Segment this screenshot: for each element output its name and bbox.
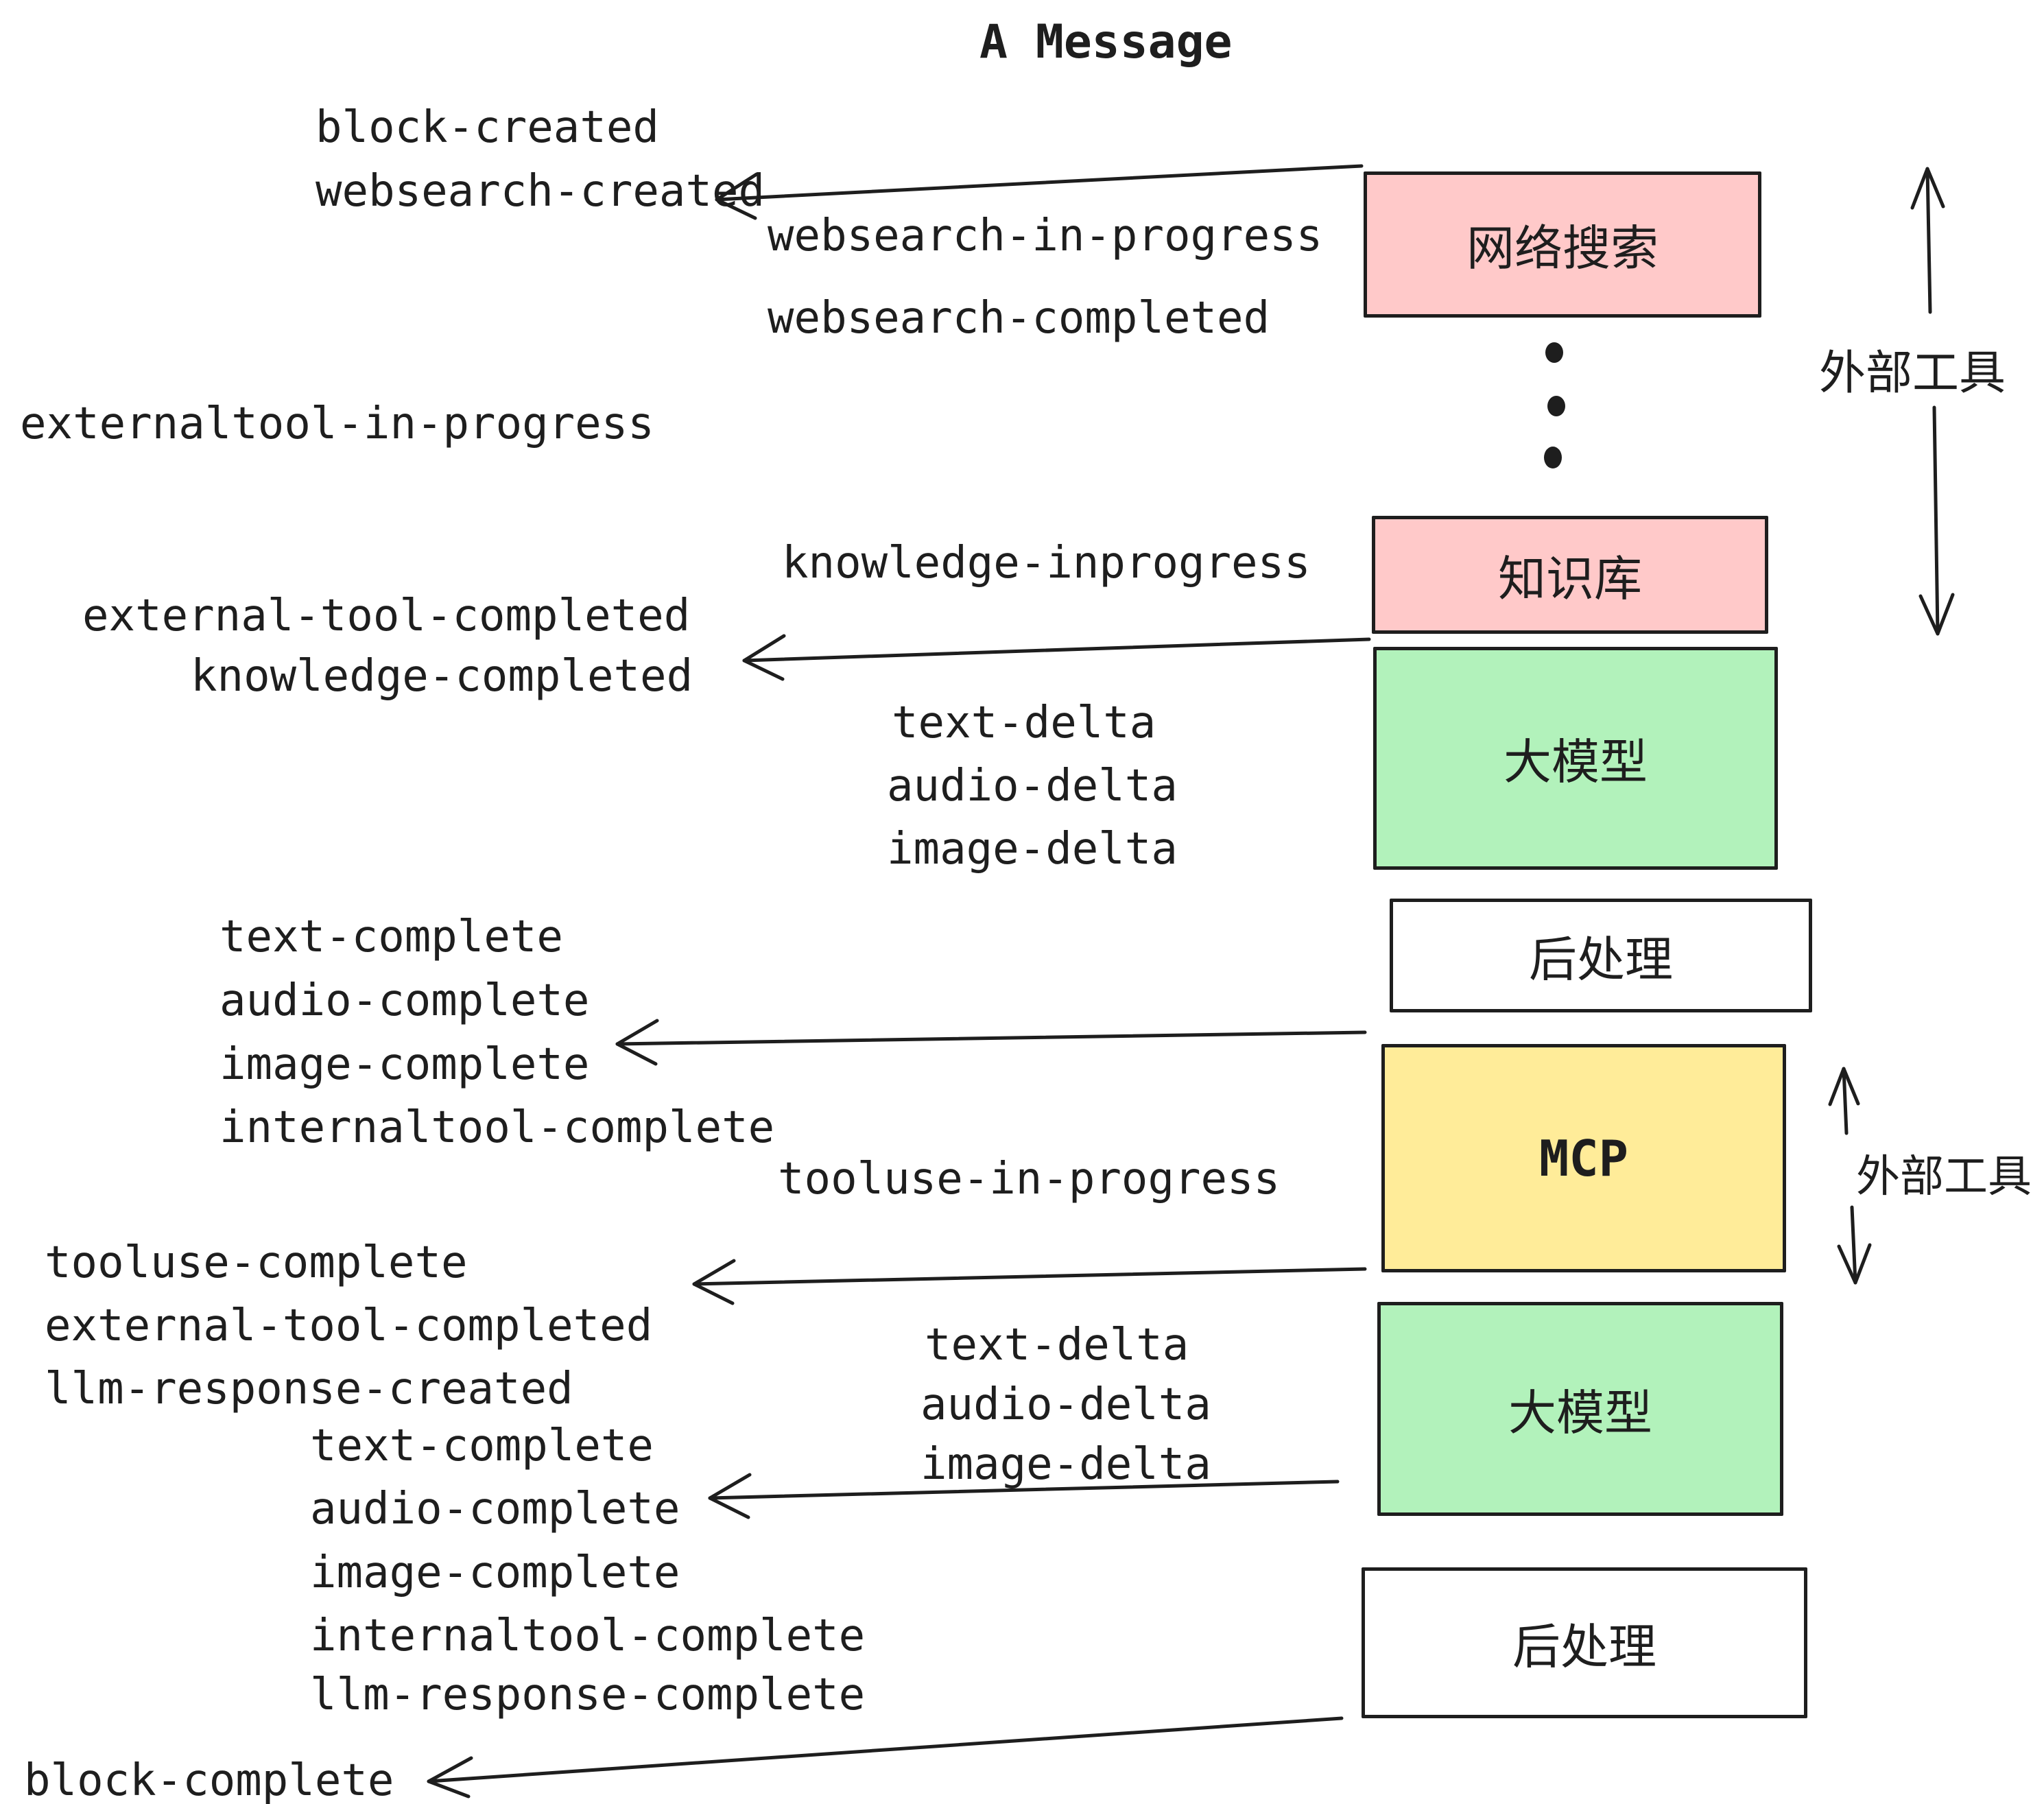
event-text-complete: text-complete <box>219 912 563 962</box>
event-internaltool-complete: internaltool-complete <box>219 1102 775 1153</box>
box-mcp: MCP <box>1381 1044 1786 1272</box>
arrow-to-websearch-created <box>715 164 1364 220</box>
event-block-complete: block-complete <box>24 1755 394 1804</box>
box-llm-2: 大模型 <box>1377 1302 1783 1516</box>
event-externaltool-in-progress: externaltool-in-progress <box>20 399 654 449</box>
arrow-to-audio-complete <box>708 1473 1340 1519</box>
box-websearch: 网络搜索 <box>1364 171 1761 318</box>
event-websearch-completed: websearch-completed <box>768 293 1270 344</box>
arrow-down-external-tools-2 <box>1837 1205 1872 1285</box>
box-postprocess-1: 后处理 <box>1390 899 1812 1012</box>
event-tooluse-in-progress: tooluse-in-progress <box>778 1154 1281 1204</box>
event-tooluse-complete: tooluse-complete <box>45 1237 468 1288</box>
side-label-external-tools-1: 外部工具 <box>1819 347 2006 399</box>
event-websearch-created: websearch-created <box>316 166 765 217</box>
event-image-delta: image-delta <box>887 824 1178 875</box>
box-knowledge: 知识库 <box>1372 516 1768 634</box>
event-block-created: block-created <box>316 102 659 153</box>
side-label-external-tools-2: 外部工具 <box>1856 1152 2032 1201</box>
arrow-to-image-complete <box>615 1019 1367 1066</box>
box-llm-1: 大模型 <box>1373 647 1778 870</box>
event-llm-response-created: llm-response-created <box>45 1364 573 1414</box>
event-audio-complete-2: audio-complete <box>310 1484 680 1534</box>
event-image-complete-2: image-complete <box>310 1547 680 1598</box>
arrow-up-external-tools-2 <box>1828 1067 1860 1135</box>
arrow-to-block-complete <box>427 1716 1344 1799</box>
arrow-to-tooluse-complete <box>692 1259 1367 1305</box>
event-text-delta: text-delta <box>892 698 1156 748</box>
event-knowledge-inprogress: knowledge-inprogress <box>782 538 1311 589</box>
box-postprocess-2: 后处理 <box>1362 1567 1807 1718</box>
event-websearch-in-progress: websearch-in-progress <box>768 211 1323 261</box>
ellipsis-dots <box>1544 342 1565 468</box>
event-text-complete-2: text-complete <box>310 1421 654 1471</box>
event-internaltool-complete-2: internaltool-complete <box>310 1611 866 1661</box>
event-image-delta-2: image-delta <box>920 1439 1211 1490</box>
event-image-complete: image-complete <box>219 1039 590 1090</box>
event-audio-delta: audio-delta <box>887 761 1178 811</box>
diagram-title: A Message <box>979 15 1233 69</box>
event-external-tool-completed-2: external-tool-completed <box>45 1301 653 1351</box>
arrow-down-external-tools-1 <box>1918 405 1955 636</box>
arrow-to-knowledge-completed <box>742 634 1371 681</box>
event-text-delta-2: text-delta <box>925 1320 1189 1370</box>
event-audio-delta-2: audio-delta <box>920 1379 1211 1430</box>
arrow-up-external-tools-1 <box>1910 167 1945 314</box>
event-audio-complete: audio-complete <box>219 975 590 1026</box>
event-llm-response-complete: llm-response-complete <box>310 1670 866 1720</box>
event-knowledge-completed: knowledge-completed <box>191 651 693 702</box>
event-external-tool-completed: external-tool-completed <box>82 591 691 641</box>
